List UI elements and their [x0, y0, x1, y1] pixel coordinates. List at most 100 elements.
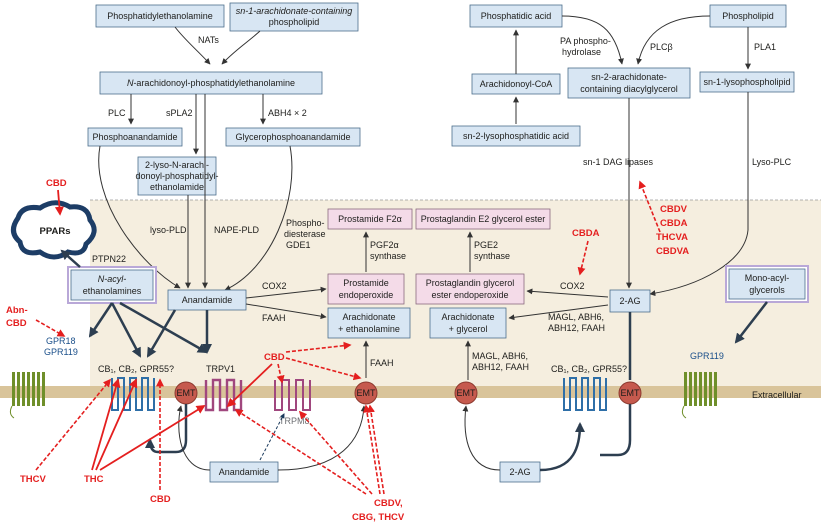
- receptor-trpv1: TRPV1: [206, 364, 235, 374]
- enzyme-pge2-syn-1: PGE2: [474, 240, 498, 250]
- node-2ag-label: 2-AG: [619, 296, 640, 306]
- node-sn1-phospholipid-line2: phospholipid: [269, 17, 320, 27]
- enzyme-pde-1: Phospho-: [286, 218, 325, 228]
- node-monoacylglycerols-line2: glycerols: [749, 285, 785, 295]
- emt-transporter-1: EMT: [174, 381, 198, 405]
- node-phosphatidylethanolamine-label: Phosphatidylethanolamine: [107, 11, 213, 21]
- node-dag: [567, 67, 691, 99]
- cb-receptor-right: [563, 377, 607, 411]
- node-prostamide-endoperoxide-line2: endoperoxide: [339, 290, 394, 300]
- emt-transporter-3: EMT: [454, 381, 478, 405]
- svg-text:EMT: EMT: [621, 388, 641, 398]
- node-prostamide-endoperoxide-line1: Prostamide: [343, 278, 389, 288]
- svg-text:EMT: EMT: [457, 388, 477, 398]
- enzyme-lyso-pld: lyso-PLD: [150, 225, 187, 235]
- node-glycerophosphoanandamide-label: Glycerophosphoanandamide: [235, 132, 350, 142]
- node-lysophospholipid: [699, 71, 795, 93]
- node-pg-e2-glycerol-ester-label: Prostaglandin E2 glycerol ester: [421, 214, 546, 224]
- node-lysophospholipid-label: sn-1-lysophospholipid: [703, 77, 790, 87]
- node-dag-line2: containing diacylglycerol: [580, 84, 678, 94]
- node-pg-glycerol-endoperoxide-line2: ester endoperoxide: [431, 290, 508, 300]
- node-monoacylglycerols-line1: Mono-acyl-: [745, 273, 790, 283]
- enzyme-abh4: ABH4 × 2: [268, 108, 307, 118]
- node-lyso-nape: [137, 156, 217, 196]
- enzyme-pgf2a-syn-1: PGF2α: [370, 240, 399, 250]
- enzyme-faah-a: FAAH: [262, 313, 286, 323]
- enzyme-plc: PLC: [108, 108, 126, 118]
- node-arachidonate-glycerol: [429, 307, 507, 339]
- svg-text:EMT: EMT: [357, 388, 377, 398]
- cannabinoid-abn-cbd-2: CBD: [6, 318, 27, 329]
- cannabinoid-list-bottom-2: CBG, THCV: [352, 512, 405, 523]
- node-glycerophosphoanandamide: [225, 127, 361, 147]
- enzyme-magl-bot-1: MAGL, ABH6,: [472, 351, 528, 361]
- node-lyso-nape-line1: 2-lyso-N-arachi-: [145, 160, 209, 170]
- node-arachidonate-ethanolamine-line2: + ethanolamine: [338, 324, 400, 334]
- node-pg-e2-glycerol-ester: [415, 208, 551, 230]
- gpcr-green-left: [12, 372, 45, 406]
- node-dag-line1: sn-2-arachidonate-: [591, 72, 667, 82]
- node-arachidonate-ethanolamine: [327, 307, 411, 339]
- node-pg-glycerol-endoperoxide-line1: Prostaglandin glycerol: [426, 278, 515, 288]
- node-2ag-extracellular-label: 2-AG: [509, 467, 530, 477]
- node-phospholipid-label: Phospholipid: [722, 11, 774, 21]
- node-anandamide-label: Anandamide: [182, 295, 233, 305]
- cannabinoid-thc: THC: [84, 474, 104, 485]
- node-arachidonate-glycerol-line1: Arachidonate: [441, 312, 494, 322]
- cannabinoid-right-2: CBDA: [660, 218, 688, 229]
- node-phosphoanandamide-label: Phosphoanandamide: [92, 132, 177, 142]
- trpm8-channel: [274, 379, 311, 411]
- enzyme-pde-3: GDE1: [286, 240, 311, 250]
- enzyme-nape-pld: NAPE-PLD: [214, 225, 260, 235]
- emt-transporter-4: EMT: [618, 381, 642, 405]
- enzyme-magl-top-2: ABH12, FAAH: [548, 323, 605, 333]
- cannabinoid-right-3: THCVA: [656, 232, 688, 243]
- cannabinoid-list-bottom-1: CBDV,: [374, 498, 403, 509]
- node-anandamide-extracellular: [209, 461, 279, 483]
- enzyme-pla1: PLA1: [754, 42, 776, 52]
- enzyme-plcb: PLCβ: [650, 42, 673, 52]
- cannabinoid-right-4: CBDVA: [656, 246, 689, 257]
- node-lyso-nape-line2: donoyl-phosphatidyl-: [135, 171, 218, 181]
- node-prostamide-endoperoxide: [327, 273, 405, 305]
- enzyme-magl-bot-2: ABH12, FAAH: [472, 362, 529, 372]
- node-arachidonate-glycerol-line2: + glycerol: [449, 324, 488, 334]
- cannabinoid-cbd-mid: CBD: [264, 352, 285, 363]
- node-2ag-extracellular: [499, 461, 541, 483]
- cannabinoid-cbd-ppars: CBD: [46, 178, 67, 189]
- node-arachidonoyl-coa-label: Arachidonoyl-CoA: [480, 79, 553, 89]
- enzyme-magl-top-1: MAGL, ABH6,: [548, 312, 604, 322]
- enzyme-pde-2: diesterase: [284, 229, 326, 239]
- node-arachidonate-ethanolamine-line1: Arachidonate: [342, 312, 395, 322]
- receptor-gpr119-right: GPR119: [690, 351, 724, 361]
- ppars-cloud: [11, 200, 97, 260]
- ppars-label: PPARs: [40, 226, 71, 237]
- enzyme-pge2-syn-2: synthase: [474, 251, 510, 261]
- cannabinoid-cbd-bottom: CBD: [150, 494, 171, 505]
- node-nae-line1: N-acyl-: [98, 274, 127, 284]
- node-nae-line2: ethanolamines: [83, 286, 142, 296]
- enzyme-pa-ph-1: PA phospho-: [560, 36, 611, 46]
- cannabinoid-cbda: CBDA: [572, 228, 600, 239]
- receptor-trpm8: TRPM8: [279, 416, 310, 426]
- node-phosphatidylethanolamine: [95, 4, 225, 28]
- enzyme-pgf2a-syn-2: synthase: [370, 251, 406, 261]
- cb-receptor-left: [111, 377, 155, 411]
- node-prostamide-f2a-label: Prostamide F2α: [338, 214, 402, 224]
- node-sn1-phospholipid: [229, 2, 359, 32]
- extracellular-label: Extracellular: [752, 390, 802, 400]
- enzyme-cox2-left: COX2: [262, 281, 287, 291]
- receptor-gpr18: GPR18: [46, 336, 76, 346]
- enzyme-lyso-plc: Lyso-PLC: [752, 157, 792, 167]
- svg-text:EMT: EMT: [177, 388, 197, 398]
- enzyme-pa-ph-2: hydrolase: [562, 47, 601, 57]
- receptor-gpr119-left: GPR119: [44, 347, 78, 357]
- receptor-cb-left: CB₁, CB₂, GPR55?: [98, 364, 174, 374]
- node-phosphatidic-acid-label: Phosphatidic acid: [481, 11, 552, 21]
- node-sn1-phospholipid-line1: sn-1-arachidonate-containing: [236, 6, 353, 16]
- node-nape: [99, 71, 323, 95]
- receptor-cb-right: CB₁, CB₂, GPR55?: [551, 364, 627, 374]
- node-lyso-nape-line3: ethanolamide: [150, 182, 204, 192]
